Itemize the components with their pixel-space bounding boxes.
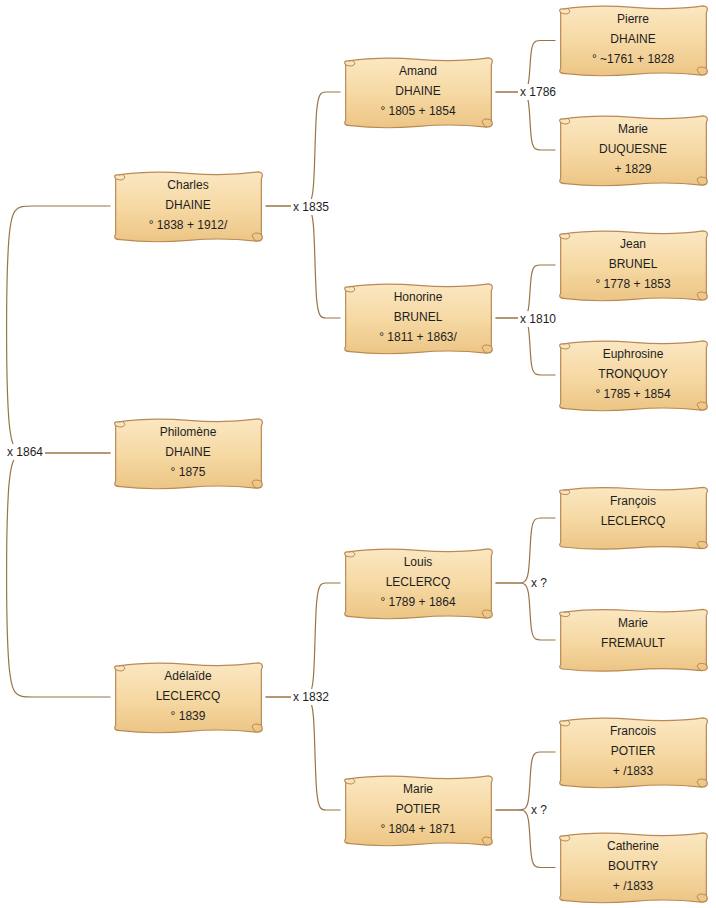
person-line: Louis bbox=[353, 552, 484, 572]
person-line: Marie bbox=[568, 119, 699, 139]
person-line: + 1829 bbox=[568, 159, 699, 179]
person-line: ° 1805 + 1854 bbox=[353, 101, 484, 121]
lineage-connector bbox=[496, 583, 556, 640]
person-line: Marie bbox=[568, 613, 699, 633]
person-line: Catherine bbox=[568, 836, 699, 856]
person-line: Amand bbox=[353, 61, 484, 81]
person-line: DHAINE bbox=[353, 81, 484, 101]
person-line: DHAINE bbox=[123, 195, 254, 215]
scroll-content: CatherineBOUTRY+ /1833 bbox=[556, 829, 711, 902]
ancestor-scroll: MariePOTIER° 1804 + 1871 bbox=[341, 772, 496, 849]
ancestor-scroll: JeanBRUNEL° 1778 + 1853 bbox=[556, 227, 711, 304]
scroll-content: PierreDHAINE° ~1761 + 1828 bbox=[556, 2, 711, 75]
person-line: Adélaïde bbox=[123, 666, 254, 686]
person-line: DUQUESNE bbox=[568, 139, 699, 159]
scroll-content: MarieDUQUESNE+ 1829 bbox=[556, 112, 711, 185]
scroll-content: AmandDHAINE° 1805 + 1854 bbox=[341, 54, 496, 127]
person-line: TRONQUOY bbox=[568, 364, 699, 384]
scroll-content: FrancoisPOTIER+ /1833 bbox=[556, 714, 711, 787]
ancestor-scroll: HonorineBRUNEL° 1811 + 1863/ bbox=[341, 280, 496, 357]
lineage-connector bbox=[266, 583, 341, 697]
person-line: Jean bbox=[568, 234, 699, 254]
person-line: ° 1875 bbox=[123, 462, 254, 482]
ancestor-scroll: FrancoisPOTIER+ /1833 bbox=[556, 714, 711, 791]
scroll-content: JeanBRUNEL° 1778 + 1853 bbox=[556, 227, 711, 300]
ancestor-scroll: PierreDHAINE° ~1761 + 1828 bbox=[556, 2, 711, 79]
person-line: Philomène bbox=[123, 422, 254, 442]
person-line: Marie bbox=[353, 779, 484, 799]
person-line: ° 1789 + 1864 bbox=[353, 592, 484, 612]
person-line: LECLERCQ bbox=[353, 572, 484, 592]
person-line: BRUNEL bbox=[353, 307, 484, 327]
person-line: Pierre bbox=[568, 9, 699, 29]
person-line: ° 1811 + 1863/ bbox=[353, 327, 484, 347]
ancestor-scroll: AmandDHAINE° 1805 + 1854 bbox=[341, 54, 496, 131]
person-line: ° 1785 + 1854 bbox=[568, 384, 699, 404]
marriage-label: x 1835 bbox=[291, 199, 331, 215]
ancestor-scroll: AdélaïdeLECLERCQ° 1839 bbox=[111, 659, 266, 736]
person-line: Francois bbox=[568, 721, 699, 741]
ancestor-scroll: PhilomèneDHAINE° 1875 bbox=[111, 415, 266, 492]
scroll-content: MarieFREMAULT bbox=[556, 606, 711, 659]
person-line: FREMAULT bbox=[568, 633, 699, 653]
lineage-connector bbox=[496, 518, 556, 583]
person-line: + /1833 bbox=[568, 876, 699, 896]
lineage-connector bbox=[266, 206, 341, 318]
person-line: POTIER bbox=[353, 799, 484, 819]
person-line: ° 1778 + 1853 bbox=[568, 274, 699, 294]
scroll-content: FrançoisLECLERCQ bbox=[556, 484, 711, 537]
marriage-label: x 1786 bbox=[518, 84, 558, 100]
lineage-connector bbox=[7, 453, 111, 697]
person-line: Charles bbox=[123, 175, 254, 195]
lineage-connector bbox=[7, 206, 111, 453]
person-line: ° 1804 + 1871 bbox=[353, 819, 484, 839]
lineage-connector bbox=[496, 92, 556, 150]
ancestor-scroll: MarieFREMAULT bbox=[556, 606, 711, 674]
person-line: POTIER bbox=[568, 741, 699, 761]
scroll-content: MariePOTIER° 1804 + 1871 bbox=[341, 772, 496, 845]
person-line: ° 1839 bbox=[123, 706, 254, 726]
lineage-connector bbox=[496, 810, 556, 868]
marriage-label: x 1864 bbox=[5, 444, 45, 460]
marriage-label: x 1810 bbox=[518, 311, 558, 327]
scroll-content: PhilomèneDHAINE° 1875 bbox=[111, 415, 266, 488]
person-line: BRUNEL bbox=[568, 254, 699, 274]
marriage-label: x ? bbox=[529, 575, 549, 591]
ancestor-scroll: MarieDUQUESNE+ 1829 bbox=[556, 112, 711, 189]
person-line: DHAINE bbox=[568, 29, 699, 49]
person-line: Euphrosine bbox=[568, 344, 699, 364]
marriage-label: x ? bbox=[529, 802, 549, 818]
ancestor-scroll: EuphrosineTRONQUOY° 1785 + 1854 bbox=[556, 337, 711, 414]
scroll-content: LouisLECLERCQ° 1789 + 1864 bbox=[341, 545, 496, 618]
scroll-content: EuphrosineTRONQUOY° 1785 + 1854 bbox=[556, 337, 711, 410]
scroll-content: AdélaïdeLECLERCQ° 1839 bbox=[111, 659, 266, 732]
ancestor-scroll: CharlesDHAINE° 1838 + 1912/ bbox=[111, 168, 266, 245]
person-line: DHAINE bbox=[123, 442, 254, 462]
ancestor-scroll: LouisLECLERCQ° 1789 + 1864 bbox=[341, 545, 496, 622]
person-line: LECLERCQ bbox=[568, 511, 699, 531]
ancestor-scroll: CatherineBOUTRY+ /1833 bbox=[556, 829, 711, 906]
person-line: Honorine bbox=[353, 287, 484, 307]
lineage-connector bbox=[266, 92, 341, 206]
person-line: ° ~1761 + 1828 bbox=[568, 49, 699, 69]
marriage-label: x 1832 bbox=[291, 689, 331, 705]
person-line: ° 1838 + 1912/ bbox=[123, 215, 254, 235]
person-line: LECLERCQ bbox=[123, 686, 254, 706]
person-line: François bbox=[568, 491, 699, 511]
scroll-content: HonorineBRUNEL° 1811 + 1863/ bbox=[341, 280, 496, 353]
person-line: + /1833 bbox=[568, 761, 699, 781]
lineage-connector bbox=[266, 697, 341, 810]
scroll-content: CharlesDHAINE° 1838 + 1912/ bbox=[111, 168, 266, 241]
person-line: BOUTRY bbox=[568, 856, 699, 876]
ancestor-scroll: FrançoisLECLERCQ bbox=[556, 484, 711, 552]
